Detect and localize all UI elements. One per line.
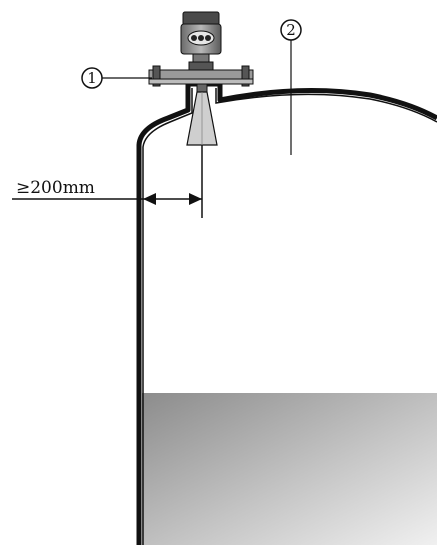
liquid-fill bbox=[142, 393, 437, 545]
tank-wall-inner bbox=[142, 88, 193, 545]
tank-roof-inner bbox=[215, 88, 437, 123]
tank-wall bbox=[136, 81, 437, 545]
min-distance-label: ≥200mm bbox=[16, 178, 95, 198]
callout-2: 2 bbox=[280, 19, 302, 155]
callout-1: 1 bbox=[81, 67, 152, 89]
flange-lower bbox=[148, 78, 254, 85]
sensor-hex-nut bbox=[188, 61, 214, 71]
radar-sensor bbox=[148, 11, 254, 146]
flange-plate bbox=[148, 69, 254, 80]
flange-bolt-left bbox=[152, 65, 161, 87]
callout-2-number: 2 bbox=[286, 21, 296, 39]
min-distance-dimension: ≥200mm bbox=[12, 178, 202, 205]
flange-bolt-right bbox=[241, 65, 250, 87]
callout-1-number: 1 bbox=[87, 69, 97, 87]
